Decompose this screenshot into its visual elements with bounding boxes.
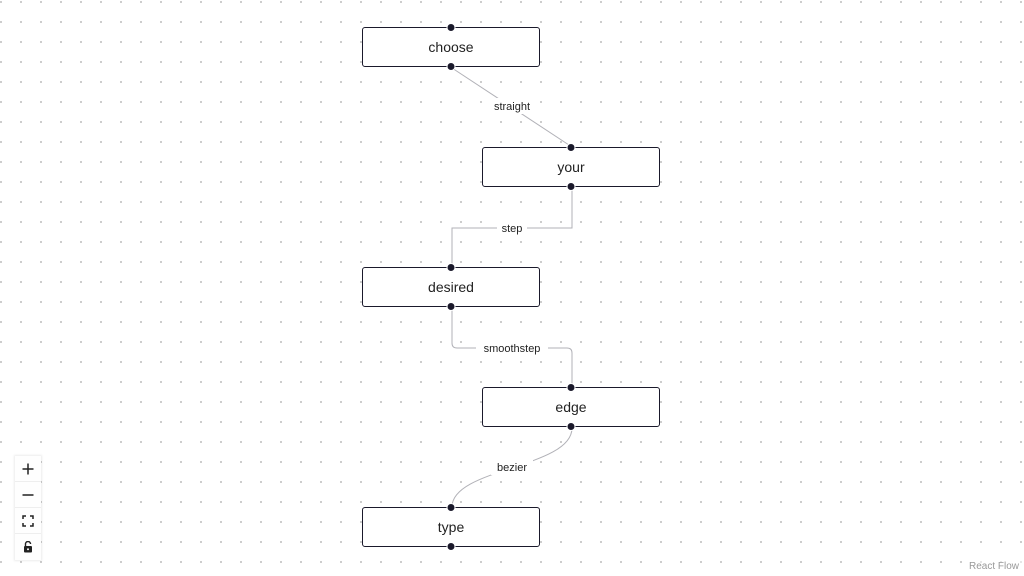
node-choose[interactable]: choose xyxy=(362,23,540,71)
zoom-in-button[interactable] xyxy=(15,456,41,482)
node-source-handle[interactable] xyxy=(566,182,576,191)
edge-straight-label-bg xyxy=(487,98,537,114)
react-flow-attribution-link[interactable]: React Flow xyxy=(965,559,1022,574)
node-label: desired xyxy=(428,279,474,295)
node-source-handle[interactable] xyxy=(446,542,456,551)
minus-icon xyxy=(22,493,34,496)
node-label: your xyxy=(557,159,585,175)
edge-step-label-bg xyxy=(497,220,527,236)
edge-step-label: step xyxy=(502,223,523,235)
node-source-handle[interactable] xyxy=(566,422,576,431)
node-edge[interactable]: edge xyxy=(482,383,660,431)
edge-smoothstep[interactable]: smoothstep xyxy=(451,308,573,387)
flow-controls xyxy=(15,456,41,560)
node-label: edge xyxy=(555,399,587,415)
node-target-handle[interactable] xyxy=(566,143,576,152)
edge-smoothstep-label: smoothstep xyxy=(484,343,541,355)
edge-bezier-label-bg xyxy=(491,459,533,475)
node-label: type xyxy=(437,519,465,535)
node-target-handle[interactable] xyxy=(446,23,456,32)
node-your[interactable]: your xyxy=(482,143,660,191)
node-label: choose xyxy=(428,39,474,55)
edge-straight-label: straight xyxy=(494,101,530,113)
node-target-handle[interactable] xyxy=(566,383,576,392)
toggle-interactivity-button[interactable] xyxy=(15,534,41,560)
edge-smoothstep-label-bg xyxy=(476,340,548,356)
zoom-out-button[interactable] xyxy=(15,482,41,508)
node-target-handle[interactable] xyxy=(446,263,456,272)
fit-view-icon xyxy=(22,514,34,527)
plus-icon xyxy=(22,463,34,474)
edge-bezier-label: bezier xyxy=(497,462,527,474)
node-type[interactable]: type xyxy=(362,503,540,551)
fit-view-button[interactable] xyxy=(15,508,41,534)
edge-bezier[interactable]: bezier xyxy=(451,427,573,508)
node-source-handle[interactable] xyxy=(446,302,456,311)
node-target-handle[interactable] xyxy=(446,503,456,512)
edge-straight[interactable]: straight xyxy=(451,67,573,148)
edge-step[interactable]: step xyxy=(451,188,573,267)
node-desired[interactable]: desired xyxy=(362,263,540,311)
lock-icon xyxy=(24,541,32,553)
node-source-handle[interactable] xyxy=(446,62,456,71)
